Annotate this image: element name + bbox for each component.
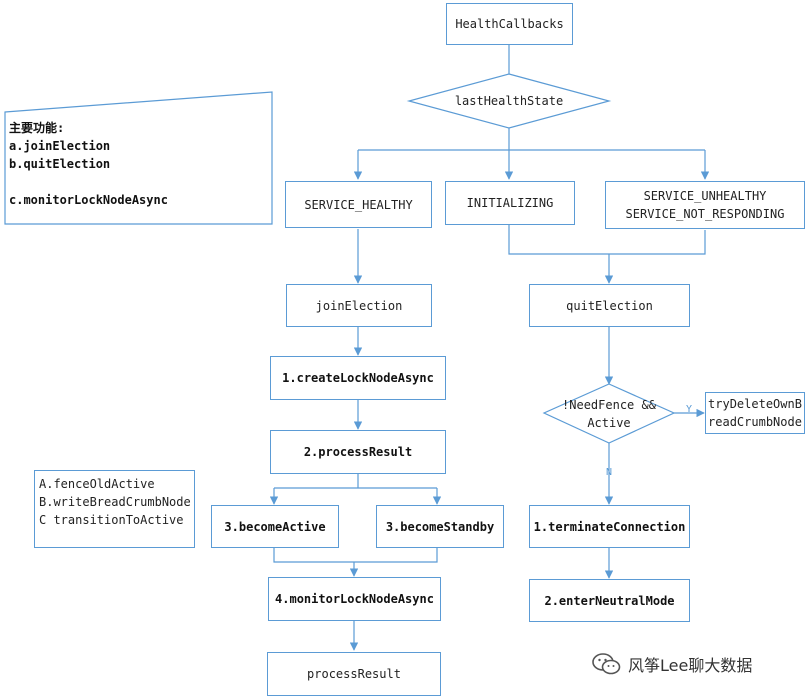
main-function-item xyxy=(9,173,168,191)
watermark: 风筝Lee聊大数据 xyxy=(592,652,752,676)
become-standby-box: 3.becomeStandby xyxy=(376,505,504,548)
service-healthy-box: SERVICE_HEALTHY xyxy=(285,181,432,228)
wechat-icon xyxy=(592,653,621,675)
initializing-box: INITIALIZING xyxy=(445,181,575,225)
need-fence-line-1: !NeedFence && xyxy=(562,398,656,412)
edge-active-to-merge xyxy=(273,548,438,576)
main-functions-note-shape xyxy=(4,91,273,225)
main-functions-note: 主要功能: a.joinElection b.quitElection c.mo… xyxy=(9,119,168,209)
service-not-responding-label: SERVICE_NOT_RESPONDING xyxy=(625,207,785,221)
process-result-step-box: 2.processResult xyxy=(270,430,446,474)
step-write-bread-crumb: B.writeBreadCrumbNode xyxy=(39,495,191,509)
main-function-item: b.quitElection xyxy=(9,157,111,171)
main-function-item: a.joinElection xyxy=(9,139,111,153)
step-fence-old-active: A.fenceOldActive xyxy=(39,477,155,491)
watermark-text: 风筝Lee聊大数据 xyxy=(628,656,753,675)
try-delete-box: tryDeleteOwnB readCrumbNode xyxy=(705,392,805,434)
quit-election-box: quitElection xyxy=(529,284,690,327)
edge-merge-to-quit xyxy=(508,225,706,283)
decision-last-health-state xyxy=(406,73,612,129)
decision-need-fence xyxy=(542,383,676,444)
edge-state-branches xyxy=(358,128,705,151)
need-fence-label: !NeedFence && Active xyxy=(560,398,658,430)
need-fence-line-2: Active xyxy=(587,416,631,430)
try-delete-line-1: tryDeleteOwnB xyxy=(708,397,802,411)
become-active-box: 3.becomeActive xyxy=(211,505,339,548)
main-functions-title: 主要功能: xyxy=(9,121,65,135)
process-result-box: processResult xyxy=(267,652,441,696)
no-edge-label: N xyxy=(606,467,613,478)
service-unhealthy-box: SERVICE_UNHEALTHY SERVICE_NOT_RESPONDING xyxy=(605,181,805,229)
edge-process-branches xyxy=(274,474,437,489)
try-delete-line-2: readCrumbNode xyxy=(708,415,802,429)
become-active-steps-note: A.fenceOldActive B.writeBreadCrumbNode C… xyxy=(34,470,195,548)
join-election-box: joinElection xyxy=(286,284,432,327)
monitor-lock-node-box: 4.monitorLockNodeAsync xyxy=(268,577,441,621)
terminate-connection-box: 1.terminateConnection xyxy=(529,505,690,548)
last-health-state-label: lastHealthState xyxy=(454,94,564,108)
create-lock-node-box: 1.createLockNodeAsync xyxy=(270,356,446,400)
enter-neutral-mode-box: 2.enterNeutralMode xyxy=(529,579,690,622)
yes-edge-label: Y xyxy=(686,404,693,415)
step-transition-to-active: C transitionToActive xyxy=(39,513,184,527)
service-unhealthy-label: SERVICE_UNHEALTHY xyxy=(643,189,767,203)
health-callbacks-box: HealthCallbacks xyxy=(446,3,573,45)
main-function-item: c.monitorLockNodeAsync xyxy=(9,193,168,207)
